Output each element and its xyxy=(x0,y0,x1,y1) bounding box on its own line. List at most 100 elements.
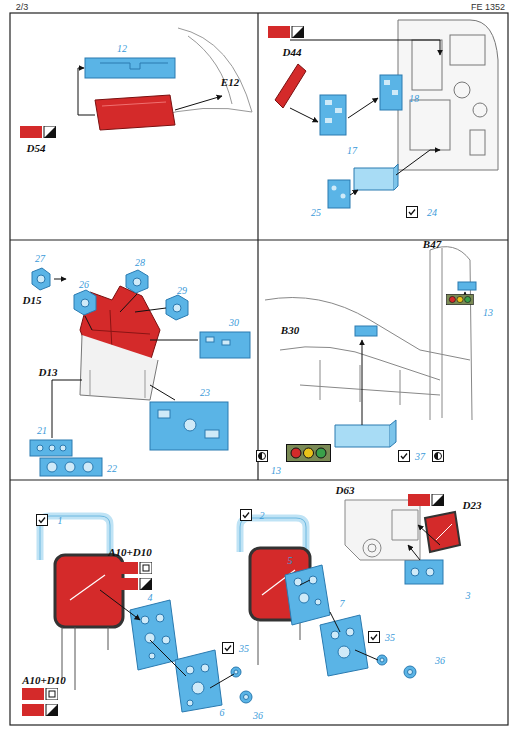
part-name: D13 xyxy=(39,366,58,378)
leader-line-piece xyxy=(150,340,198,341)
leader-line-piece xyxy=(52,380,82,438)
photo-etch-part-piece xyxy=(162,636,170,644)
leader-line xyxy=(362,292,465,425)
leader-line-piece xyxy=(330,612,340,632)
instrument-panel-piece xyxy=(450,35,485,65)
seat-part-piece xyxy=(40,516,110,560)
photo-etch-part-piece xyxy=(299,593,309,603)
photo-etch-part-piece xyxy=(206,337,214,342)
callout-number: 36 xyxy=(253,710,263,721)
photo-etch-part-piece xyxy=(133,278,141,286)
part-name: A10+D10 xyxy=(108,546,152,558)
callout-number: 7 xyxy=(340,598,345,609)
part-name: B47 xyxy=(423,238,441,250)
callout-number: 35 xyxy=(385,632,395,643)
photo-etch-part-piece xyxy=(60,445,66,451)
seat-part-piece xyxy=(62,627,108,690)
photo-etch-part-piece xyxy=(166,295,188,320)
photo-etch-part-piece xyxy=(380,75,402,110)
leader-line-piece xyxy=(210,674,234,688)
color-swatch xyxy=(268,26,304,38)
checkbox-icon xyxy=(223,643,234,654)
callout-number: 23 xyxy=(200,387,210,398)
photo-etch-part-piece xyxy=(275,64,306,108)
photo-etch-part-piece xyxy=(425,512,460,552)
photo-etch-part-piece xyxy=(175,650,222,712)
canopy-part-piece xyxy=(188,36,232,104)
leader-line-piece xyxy=(135,308,166,312)
color-guide xyxy=(447,294,474,304)
callout-number: 37 xyxy=(415,451,425,462)
instrument-panel-piece xyxy=(412,40,442,90)
callout-number: 17 xyxy=(347,145,357,156)
photo-etch-part-piece xyxy=(392,90,398,95)
leader-line-piece xyxy=(54,279,66,280)
part-name: B30 xyxy=(281,324,299,336)
callout-number: 2 xyxy=(260,510,265,521)
callout-number: 27 xyxy=(35,253,45,264)
color-guide xyxy=(287,445,331,462)
photo-etch-part-piece xyxy=(126,270,148,293)
photo-etch-part-piece xyxy=(150,402,228,450)
photo-etch-part-piece xyxy=(384,80,390,85)
cockpit-floor-piece xyxy=(265,298,470,361)
photo-etch-part-piece xyxy=(141,616,149,624)
leader-line-piece xyxy=(396,150,440,175)
callout-number: 24 xyxy=(427,207,437,218)
console-part-piece xyxy=(368,544,376,552)
console-part-piece xyxy=(363,539,381,557)
leader-line-piece xyxy=(85,316,92,330)
color-swatch xyxy=(116,578,152,590)
leader-line-piece xyxy=(100,590,140,620)
photo-etch-part-piece xyxy=(458,282,476,290)
photo-etch-part-piece xyxy=(95,95,175,130)
console-part-piece xyxy=(345,500,420,560)
checkbox-icon xyxy=(37,515,48,526)
photo-etch-part-piece xyxy=(234,670,238,674)
photo-etch-part-piece xyxy=(74,290,96,315)
photo-etch-part xyxy=(275,64,402,208)
photo-etch-part xyxy=(85,58,175,130)
photo-etch-part-piece xyxy=(341,194,346,199)
color-swatch xyxy=(22,688,58,700)
instrument-panel-piece xyxy=(454,82,470,98)
photo-etch-part-piece xyxy=(285,565,330,625)
callout-number: 30 xyxy=(229,317,239,328)
callout-number: 35 xyxy=(239,643,249,654)
seat-part-piece xyxy=(90,370,145,398)
checkbox-icon xyxy=(241,510,252,521)
cockpit-floor-piece xyxy=(300,360,440,405)
leader-line-piece xyxy=(418,525,440,545)
part-name: D15 xyxy=(23,294,42,306)
photo-etch-part-piece xyxy=(309,576,317,584)
canopy-part-piece xyxy=(178,28,252,112)
callout-number: 22 xyxy=(107,463,117,474)
console-part xyxy=(345,500,420,560)
cockpit-floor-piece xyxy=(430,248,472,420)
photo-etch-part-piece xyxy=(85,58,175,78)
seat-part-piece xyxy=(258,620,300,665)
photo-etch-part-piece xyxy=(320,95,346,135)
photo-etch-part-piece xyxy=(380,658,384,662)
photo-etch-part-piece xyxy=(355,326,377,336)
color-swatch xyxy=(116,562,152,574)
photo-etch-part-piece xyxy=(149,653,155,659)
photo-etch-part-piece xyxy=(102,102,166,106)
photo-etch-part-piece xyxy=(436,524,452,540)
photo-etch-part-piece xyxy=(404,666,416,678)
photo-etch-part-piece xyxy=(394,164,398,190)
photo-etch-part-piece xyxy=(145,633,155,643)
photo-etch-part-piece xyxy=(158,410,170,418)
checkbox-icon xyxy=(407,207,418,218)
photo-etch-part xyxy=(30,268,250,476)
photo-etch-part xyxy=(335,282,476,447)
leader-line-piece xyxy=(120,294,137,312)
leader-line-piece xyxy=(150,385,175,400)
callout-number: 1 xyxy=(58,515,63,526)
photo-etch-part xyxy=(130,560,443,712)
leader-line-piece xyxy=(408,545,420,560)
photo-etch-part-piece xyxy=(30,440,72,456)
callout-number: 25 xyxy=(311,207,321,218)
page-label: 2/3 xyxy=(16,2,29,12)
